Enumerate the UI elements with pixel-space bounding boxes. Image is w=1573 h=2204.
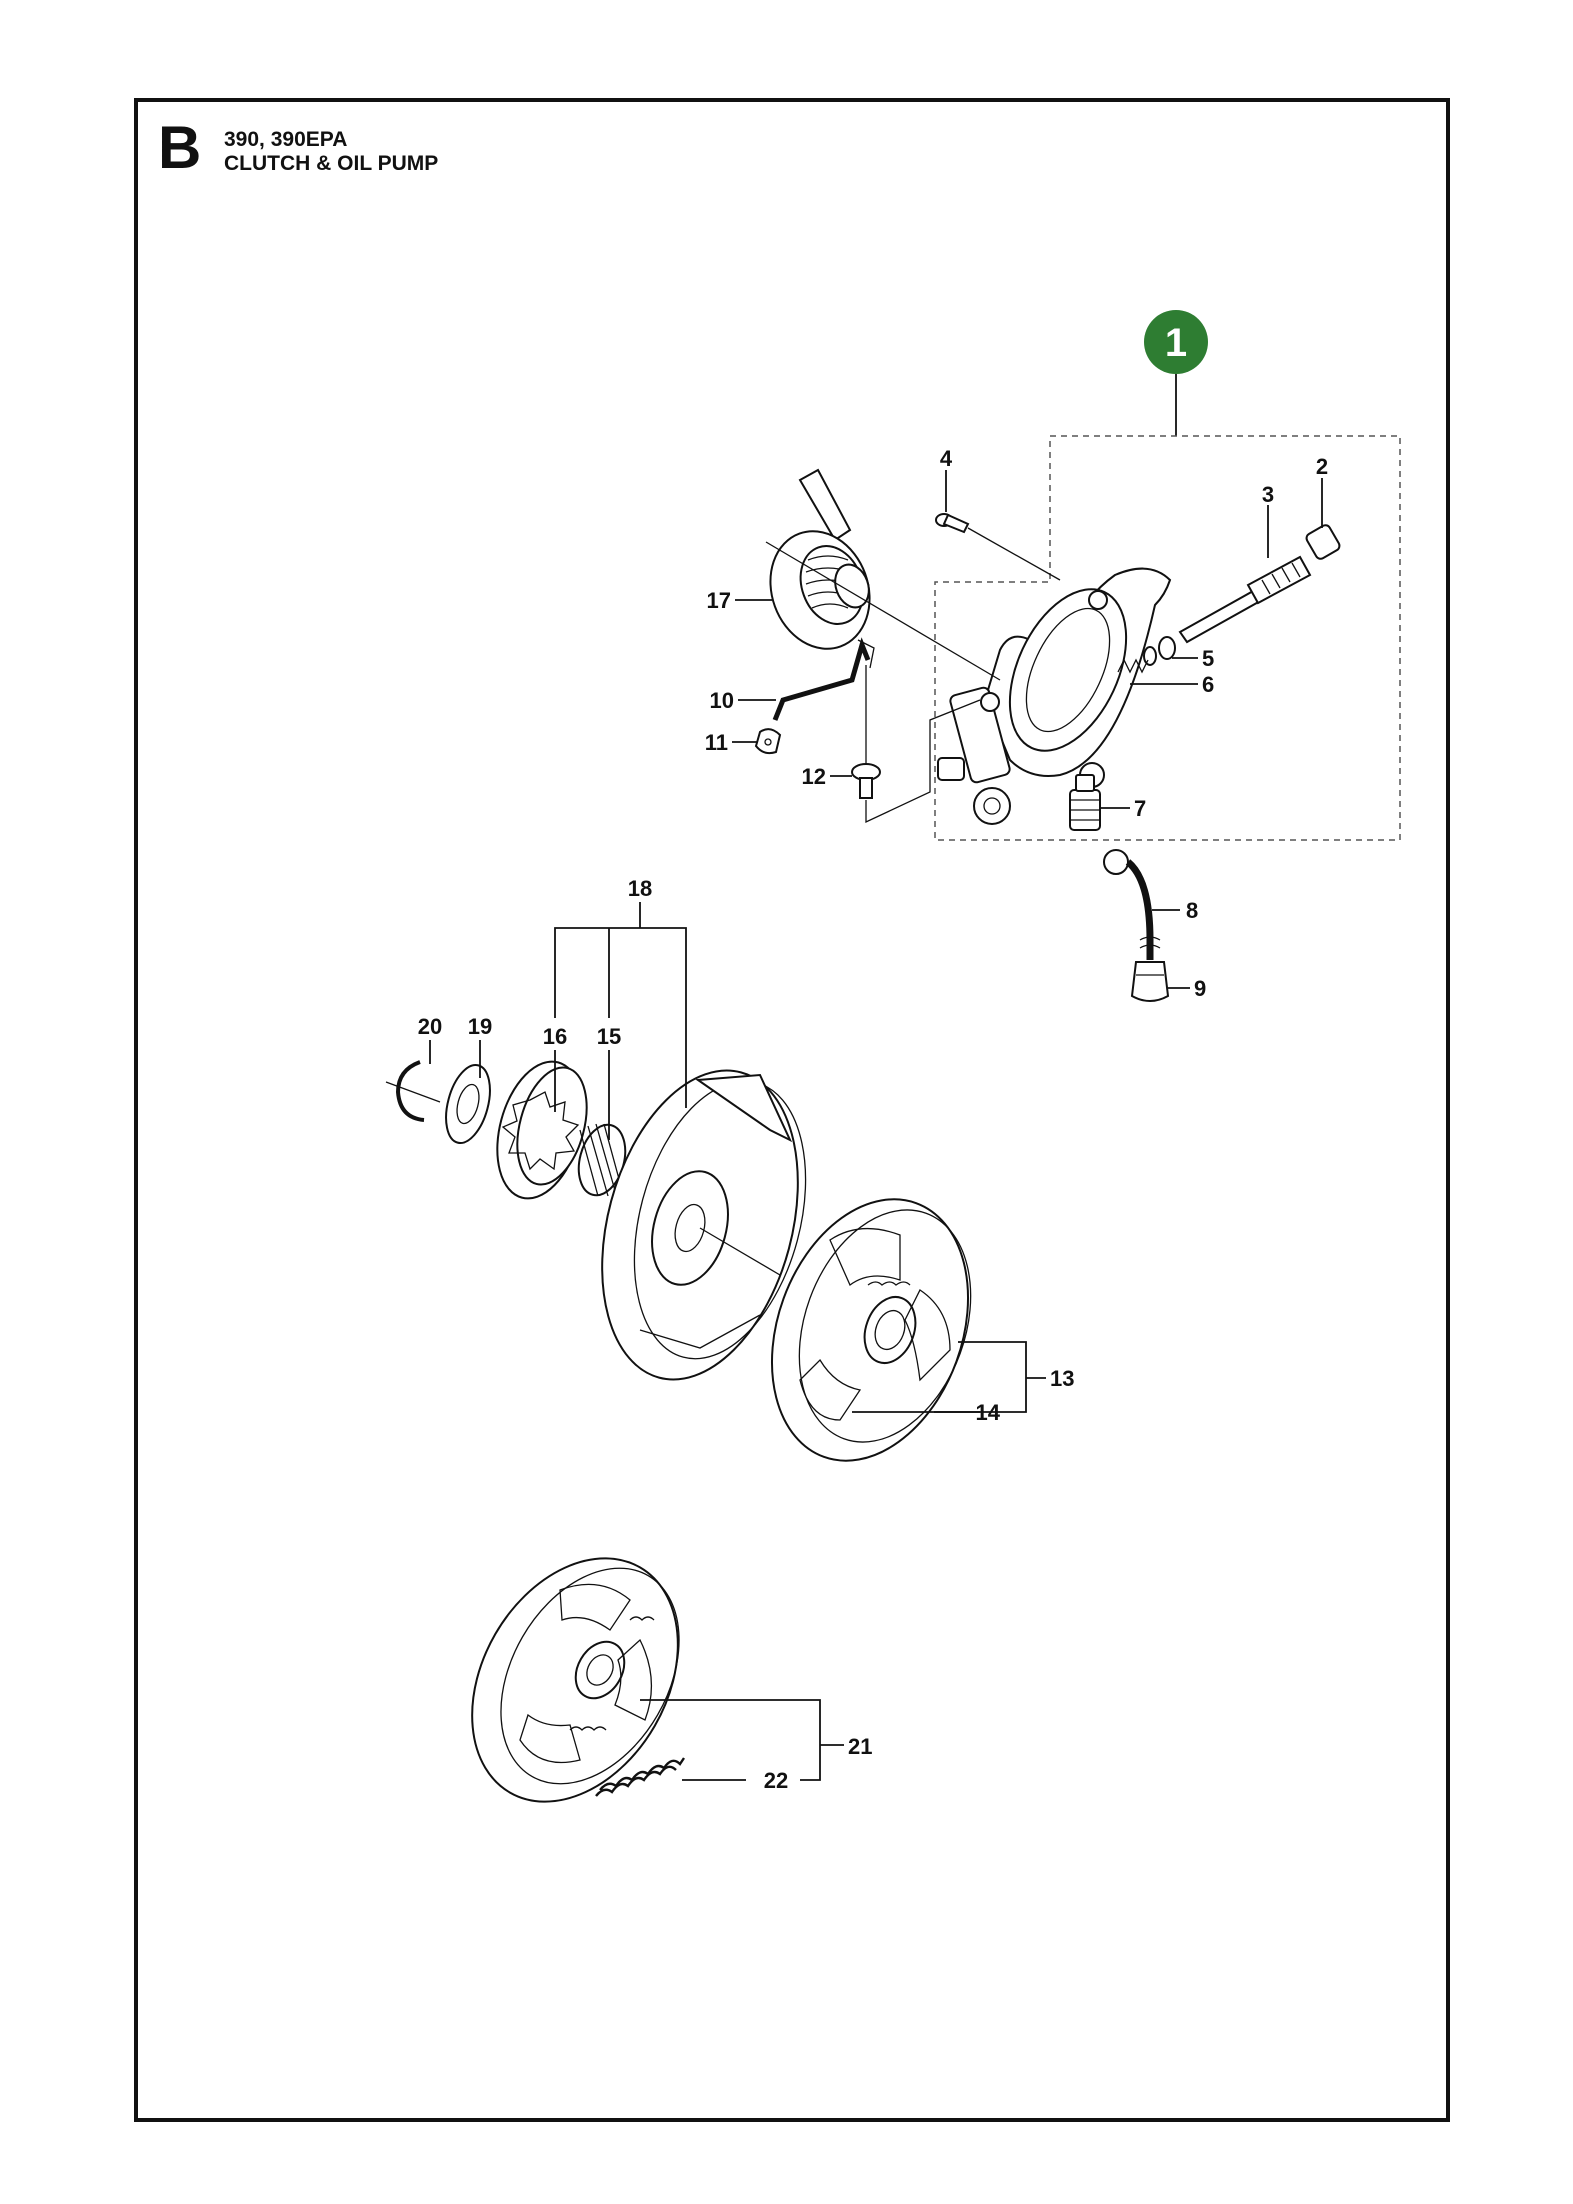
callout-19: 19: [468, 1014, 492, 1039]
callout-20: 20: [418, 1014, 442, 1039]
callout-4: 4: [940, 446, 953, 471]
callout-21: 21: [848, 1734, 872, 1759]
pump-screw[interactable]: [935, 513, 970, 534]
seal-alignment-line: [865, 665, 981, 824]
oil-pipe[interactable]: [772, 637, 875, 721]
callout-8: 8: [1186, 898, 1198, 923]
oil-filter[interactable]: [1130, 961, 1170, 1002]
clutch-spring[interactable]: [867, 1281, 911, 1286]
pump-washer[interactable]: [1143, 636, 1176, 666]
clutch-drum[interactable]: [570, 1049, 834, 1402]
callout-16: 16: [543, 1024, 567, 1049]
oil-pump-housing[interactable]: [937, 567, 1172, 825]
lock-ring[interactable]: [395, 1060, 425, 1122]
pipe-grommet[interactable]: [754, 728, 782, 755]
kit-badge[interactable]: 1: [1144, 310, 1208, 374]
washer[interactable]: [438, 1060, 497, 1148]
oil-hose[interactable]: [1103, 849, 1161, 960]
callout-5: 5: [1202, 646, 1214, 671]
model-numbers: 390, 390EPA: [224, 128, 348, 151]
shaft-end-cap[interactable]: [1305, 523, 1342, 560]
callout-14: 14: [976, 1400, 1001, 1425]
callout-15: 15: [597, 1024, 621, 1049]
rim-sprocket[interactable]: [483, 1052, 598, 1208]
pump-spring[interactable]: [1117, 658, 1149, 674]
worm-gear-axis: [765, 541, 1001, 681]
callout-6: 6: [1202, 672, 1214, 697]
drawing-frame: [134, 98, 1450, 2122]
callout-22: 22: [764, 1768, 788, 1793]
screw-alignment-line: [967, 527, 1061, 581]
clutch-assembly-spring[interactable]: [595, 1757, 685, 1797]
pump-shaft[interactable]: [1178, 555, 1312, 644]
drum-axis-left: [385, 1081, 441, 1103]
callout-12: 12: [802, 764, 826, 789]
drum-axis-right: [699, 1227, 781, 1276]
callout-17: 17: [707, 588, 731, 613]
worm-gear[interactable]: [754, 468, 885, 663]
callout-2: 2: [1316, 454, 1328, 479]
page-title: CLUTCH & OIL PUMP: [224, 152, 439, 175]
leader-lines: [429, 470, 1323, 1781]
clutch-assembly[interactable]: [430, 1521, 719, 1838]
callout-11: 11: [705, 730, 728, 755]
callout-7: 7: [1134, 796, 1146, 821]
callout-9: 9: [1194, 976, 1206, 1001]
callout-10: 10: [710, 688, 734, 713]
centrifugal-clutch[interactable]: [737, 1172, 1002, 1489]
callout-18: 18: [628, 876, 652, 901]
kit-badge-label: 1: [1165, 321, 1187, 365]
kit-badge-circle: [1144, 310, 1208, 374]
callout-13: 13: [1050, 1366, 1074, 1391]
pipe-seal[interactable]: [851, 763, 881, 799]
section-letter: B: [158, 114, 202, 181]
adjuster-screw[interactable]: [1069, 774, 1101, 831]
callout-3: 3: [1262, 482, 1274, 507]
